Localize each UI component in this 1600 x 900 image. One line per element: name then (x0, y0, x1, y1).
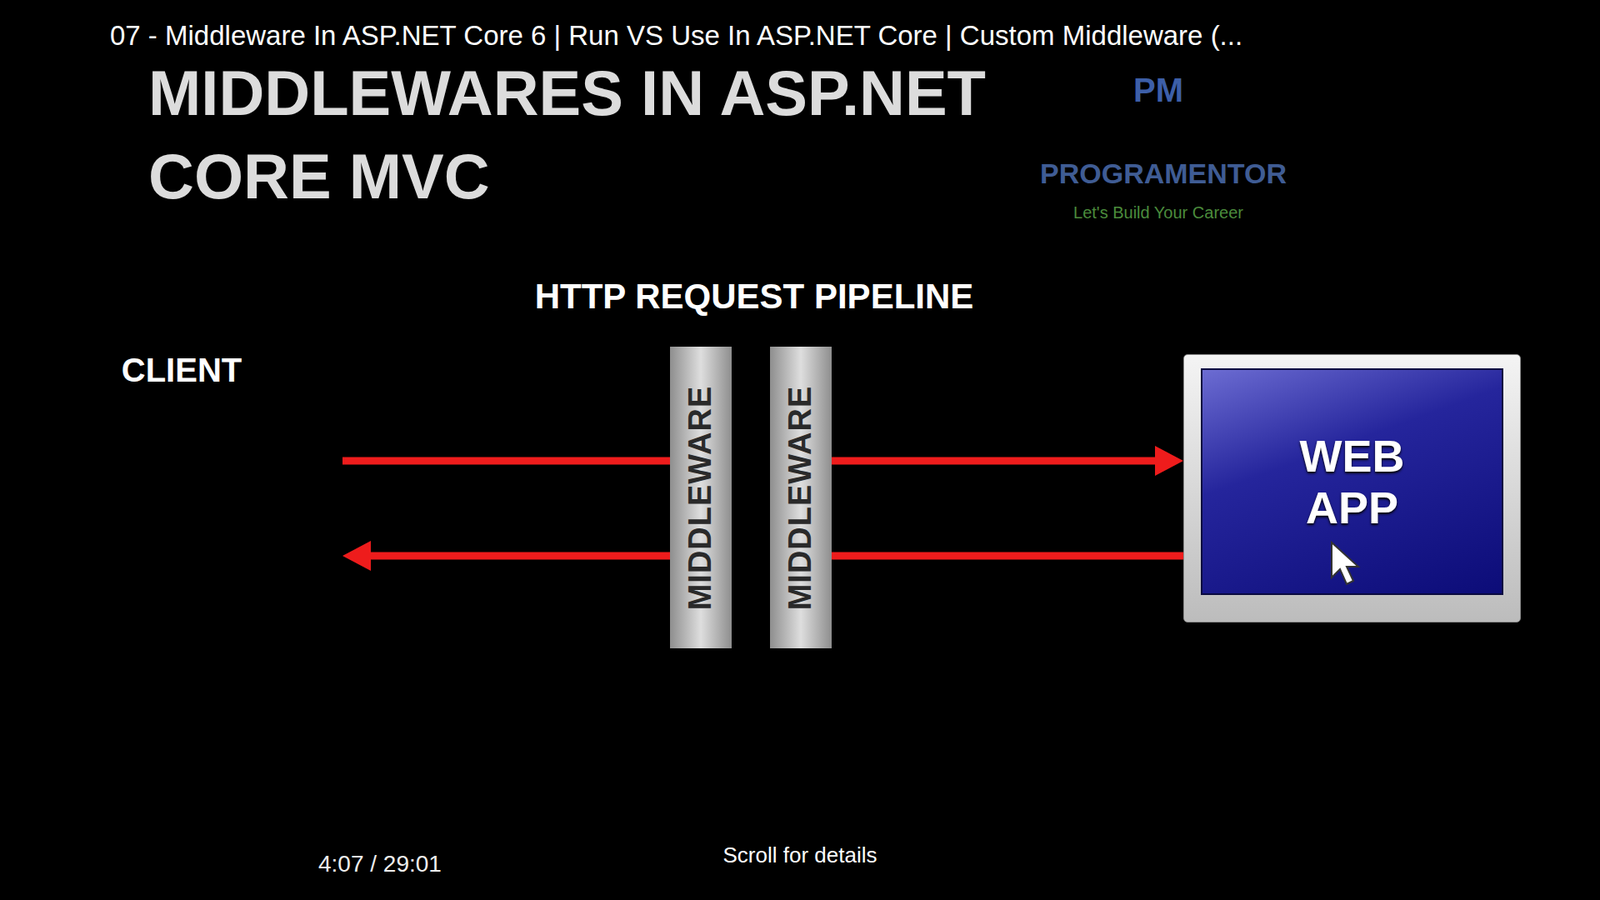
progress-track (30, 825, 1570, 830)
clock-icon (1466, 25, 1504, 63)
label-text: 07 - Middleware In ASP.NET Core 6 | Run … (110, 20, 1243, 52)
web-app-monitor: WEB APP (1183, 354, 1521, 623)
monitor-screen: WEB APP (1200, 368, 1504, 595)
stripe (1166, 633, 1467, 900)
request-arrow (342, 540, 670, 571)
settings-icon (1454, 850, 1483, 880)
arrow-head (1155, 445, 1184, 476)
slide-title: MIDDLEWARES IN ASP.NET CORE MVC (148, 51, 1065, 219)
playlist-icon (35, 37, 64, 59)
stripe (900, 633, 1292, 900)
logo-circuit (1045, 58, 1274, 122)
arrow-line (831, 457, 1157, 465)
progress-played (30, 825, 250, 830)
captions-icon (1385, 854, 1417, 877)
middleware-band: MIDDLEWARE (670, 346, 732, 649)
annotation-tools (6, 861, 259, 889)
stripe (1416, 0, 1534, 346)
label-text: PM (1133, 71, 1184, 110)
request-arrow (831, 445, 1184, 476)
arrow-line (369, 552, 670, 560)
mouse-cursor (1330, 540, 1364, 588)
fullscreen-exit-icon (1520, 850, 1552, 880)
mw-label: MIDDLEWARE (783, 385, 820, 610)
play-icon (130, 851, 154, 879)
request-arrow (831, 555, 1184, 557)
mw-label: MIDDLEWARE (683, 385, 720, 610)
share-icon (1541, 28, 1577, 57)
next-icon (200, 855, 221, 875)
mon-label: WEB APP (1256, 430, 1449, 534)
label-text: PROGRAMENTOR (1040, 157, 1287, 190)
prev-icon (58, 855, 79, 875)
arrow-head (342, 540, 371, 571)
stripe (1320, 0, 1500, 346)
label-text: Scroll for details (723, 842, 878, 869)
label-holder: Scroll for details (723, 842, 878, 869)
middleware-band: MIDDLEWARE (770, 346, 832, 649)
client-node: CLIENT (20, 348, 343, 594)
client-label: CLIENT (20, 348, 343, 392)
pipe-label: HTTP REQUEST PIPELINE (418, 271, 1090, 322)
browser-icons (15, 421, 342, 589)
pipeline-node: HTTP REQUEST PIPELINE MIDDLEWARE MIDDLEWAR… (418, 271, 1090, 649)
title-holder: MIDDLEWARES IN ASP.NET CORE MVC (148, 51, 1065, 219)
player-bottom-shade (0, 775, 1600, 900)
label-holder: 07 - Middleware In ASP.NET Core 6 | Run … (110, 20, 1243, 52)
request-arrow (342, 460, 670, 462)
arrow-line (831, 552, 1184, 560)
label-holder: 4:07 / 29:01 (318, 850, 442, 878)
label-text: 4:07 / 29:01 (318, 850, 442, 878)
scroll-chevron (793, 879, 807, 885)
label-holder: Let's Build Your Career (1073, 203, 1244, 223)
stripe (966, 633, 1417, 900)
progress-buffer (30, 825, 269, 830)
arrow-line (342, 457, 670, 465)
label-holder: PROGRAMENTOR (1040, 157, 1287, 190)
cylinder-outline (418, 346, 1077, 649)
label-holder: PM (1133, 71, 1184, 110)
monitor-stand (1250, 621, 1454, 705)
label-text: Let's Build Your Career (1073, 203, 1244, 223)
volume-icon (265, 851, 292, 879)
